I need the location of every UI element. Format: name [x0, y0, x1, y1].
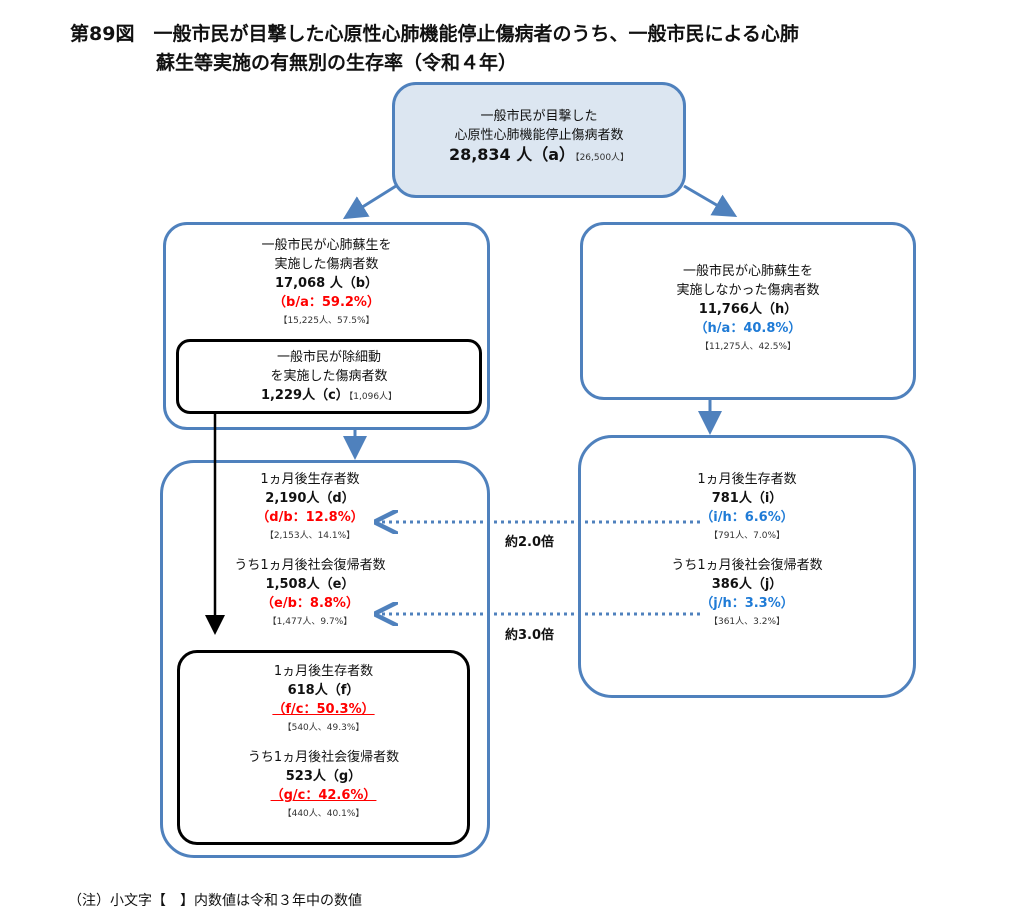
no-cpr-outcome-text: 1ヵ月後生存者数 781人（i） （i/h：6.6%） 【791人、7.0%】 … [578, 470, 916, 632]
cpr-line2: 実施した傷病者数 [274, 257, 379, 272]
aed-survive-prev: 【540人、49.3%】 [282, 723, 365, 733]
nocpr-line2: 実施しなかった傷病者数 [676, 283, 820, 298]
aed-box [176, 339, 482, 414]
cpr-prev: 【15,225人、57.5%】 [278, 316, 375, 326]
aed-line2: を実施した傷病者数 [270, 369, 388, 384]
nocpr-count: 11,766人（h） [698, 302, 798, 317]
cpr-ratio: （b/a：59.2%） [273, 295, 380, 310]
cpr-outcome-text: 1ヵ月後生存者数 2,190人（d） （d/b：12.8%） 【2,153人、1… [160, 470, 460, 632]
top-box [392, 82, 686, 198]
nocpr-prev: 【11,275人、42.5%】 [699, 342, 797, 352]
aed-count: 1,229人（c） [260, 388, 349, 403]
cpr-survive-ratio: （d/b：12.8%） [256, 510, 364, 525]
arrow-to-no-cpr [683, 184, 738, 218]
nocpr-line1: 一般市民が心肺蘇生を [682, 264, 813, 279]
top-line2: 心原性心肺機能停止傷病者数 [454, 128, 624, 143]
cpr-return-count: 1,508人（e） [265, 577, 355, 592]
nocpr-ratio: （h/a：40.8%） [694, 321, 802, 336]
nocpr-return-label: うち1ヵ月後社会復帰者数 [671, 558, 823, 573]
aed-line1: 一般市民が除細動 [276, 350, 381, 365]
nocpr-survive-label: 1ヵ月後生存者数 [697, 472, 797, 487]
footnote: （注）小文字【 】内数値は令和３年中の数値 [68, 893, 362, 909]
cpr-line1: 一般市民が心肺蘇生を [261, 238, 392, 253]
cpr-survive-prev: 【2,153人、14.1%】 [264, 531, 356, 541]
aed-outcome-text: 1ヵ月後生存者数 618人（f） （f/c：50.3%） 【540人、49.3%… [177, 662, 470, 824]
arrow-to-cpr [342, 184, 397, 220]
nocpr-return-prev: 【361人、3.2%】 [708, 617, 786, 627]
aed-return-ratio: （g/c：42.6%） [270, 788, 377, 803]
aed-box-text: 一般市民が除細動 を実施した傷病者数 1,229人（c）【1,096人】 [176, 348, 482, 407]
cpr-return-prev: 【1,477人、9.7%】 [267, 617, 353, 627]
cpr-survive-count: 2,190人（d） [265, 491, 355, 506]
title-line-1: 第89図 一般市民が目撃した心原性心肺機能停止傷病者のうち、一般市民による心肺 [70, 23, 799, 45]
cpr-count: 17,068 人（b） [275, 276, 378, 291]
aed-return-label: うち1ヵ月後社会復帰者数 [247, 750, 400, 765]
nocpr-return-count: 386人（j） [711, 577, 783, 592]
aed-survive-count: 618人（f） [287, 683, 360, 698]
top-box-text: 一般市民が目撃した 心原性心肺機能停止傷病者数 28,834 人（a）【26,5… [392, 107, 686, 168]
aed-outcome-box [177, 650, 470, 845]
cpr-return-ratio: （e/b：8.8%） [261, 596, 359, 611]
nocpr-return-ratio: （j/h：3.3%） [700, 596, 794, 611]
aed-survive-ratio: （f/c：50.3%） [272, 702, 375, 717]
cpr-box-text: 一般市民が心肺蘇生を 実施した傷病者数 17,068 人（b） （b/a：59.… [163, 236, 490, 331]
top-line1: 一般市民が目撃した [480, 109, 598, 124]
aed-prev: 【1,096人】 [348, 392, 398, 402]
figure-title: 第89図 一般市民が目撃した心原性心肺機能停止傷病者のうち、一般市民による心肺 … [70, 20, 970, 78]
aed-return-prev: 【440人、40.1%】 [282, 809, 365, 819]
no-cpr-box [580, 222, 916, 400]
top-prev: 【26,500人】 [575, 153, 630, 163]
cpr-survive-label: 1ヵ月後生存者数 [260, 472, 360, 487]
top-count: 28,834 人（a） [448, 145, 576, 164]
survive-multiplier: 約2.0倍 [505, 535, 555, 550]
title-line-2: 蘇生等実施の有無別の生存率（令和４年） [156, 52, 518, 74]
no-cpr-box-text: 一般市民が心肺蘇生を 実施しなかった傷病者数 11,766人（h） （h/a：4… [580, 262, 916, 357]
aed-return-count: 523人（g） [285, 769, 362, 784]
cpr-return-label: うち1ヵ月後社会復帰者数 [234, 558, 386, 573]
no-cpr-outcome-box [578, 435, 916, 698]
aed-survive-label: 1ヵ月後生存者数 [273, 664, 374, 679]
return-multiplier: 約3.0倍 [505, 628, 555, 643]
nocpr-survive-prev: 【791人、7.0%】 [708, 531, 786, 541]
nocpr-survive-ratio: （i/h：6.6%） [700, 510, 794, 525]
nocpr-survive-count: 781人（i） [711, 491, 783, 506]
